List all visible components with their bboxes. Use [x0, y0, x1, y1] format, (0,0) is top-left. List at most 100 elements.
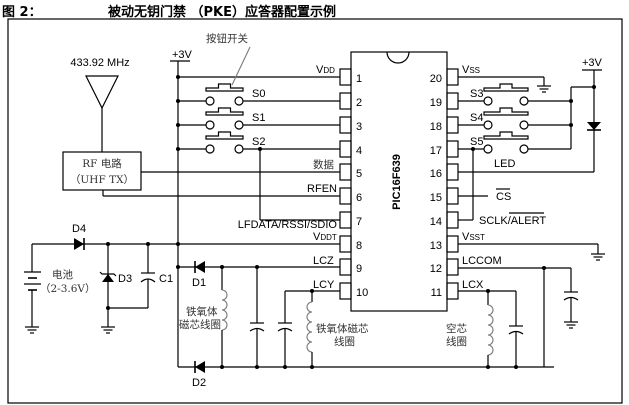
pin-number: 6 — [356, 192, 362, 204]
pin-number: 20 — [430, 73, 442, 85]
right-supply: +3V — [458, 57, 603, 254]
switch-s3: S3 — [470, 83, 529, 106]
ic-name: PIC16F639 — [391, 154, 403, 210]
pin-number: 17 — [430, 145, 442, 157]
pin-20 — [446, 68, 459, 86]
push-button-icon — [483, 107, 529, 116]
button-label-pointer — [231, 46, 251, 86]
ferrite-coil-mid-icon — [306, 301, 313, 353]
pin-number: 13 — [430, 240, 442, 252]
junction — [486, 365, 490, 369]
battery-label-2: （2-3.6V） — [40, 283, 96, 295]
supply-right-label: +3V — [582, 57, 603, 69]
label-d2: D2 — [192, 377, 206, 389]
switch-contact — [483, 96, 493, 106]
label-vss: VSS — [462, 64, 480, 76]
switch-contact — [519, 120, 529, 130]
push-button-icon — [205, 131, 244, 140]
aircore-label-1: 空芯 — [446, 322, 467, 335]
label-rfen: RFEN — [307, 183, 337, 195]
pin-number: 4 — [356, 145, 362, 157]
pin-number: 2 — [356, 97, 362, 109]
pin-number: 12 — [430, 263, 442, 275]
switch-contact — [483, 120, 493, 130]
label-lfdata: LFDATA/RSSI/SDIO — [238, 219, 338, 231]
label-vdd: VDD — [316, 64, 335, 76]
label-cs: CS — [496, 191, 511, 203]
pin-number: 16 — [430, 168, 442, 180]
pin-1 — [339, 68, 352, 86]
lc-front-end: D1 D2 铁氧体 磁芯线圈 铁氧体磁芯 线圈 — [176, 244, 554, 389]
push-button-icon — [483, 131, 529, 140]
ic-body — [350, 51, 448, 312]
junction — [106, 242, 110, 246]
ground-icon — [25, 326, 39, 334]
pin-number: 3 — [356, 121, 362, 133]
ic-notch — [386, 51, 410, 64]
switch-s5: S5 — [470, 131, 529, 154]
label-lccom: LCCOM — [462, 255, 502, 267]
air-core-coil-icon — [487, 304, 494, 356]
pin-18 — [446, 116, 459, 134]
supply-left-label: +3V — [172, 49, 193, 61]
junction — [255, 365, 259, 369]
switch-contact — [205, 144, 215, 154]
ferrite-left-label-1: 铁氧体 — [186, 305, 218, 318]
pin-17 — [446, 140, 459, 158]
switch-contact — [483, 144, 493, 154]
junction — [569, 99, 573, 103]
ferrite-mid-label-1: 铁氧体磁芯 — [316, 322, 369, 335]
pin-number: 9 — [356, 263, 362, 275]
switch-contact — [234, 120, 244, 130]
pin-number: 5 — [356, 168, 362, 180]
switch-contact — [234, 96, 244, 106]
label-data: 数据 — [313, 158, 334, 171]
pin-15 — [446, 187, 459, 205]
junction — [471, 147, 475, 151]
ground-icon — [591, 253, 605, 261]
label-vddt: VDDT — [313, 231, 337, 243]
label-lcx: LCX — [462, 279, 484, 291]
label-d1: D1 — [192, 277, 206, 289]
ground-icon — [537, 85, 551, 93]
pin-8 — [339, 235, 352, 253]
pin-11 — [446, 282, 459, 300]
zener-d3-bar — [99, 271, 117, 277]
pin-number: 14 — [430, 216, 442, 228]
antenna-frequency: 433.92 MHz — [70, 57, 129, 69]
pin-7 — [339, 211, 352, 229]
pin-2 — [339, 92, 352, 110]
label-lcz: LCZ — [313, 255, 334, 267]
switch-contact — [519, 144, 529, 154]
switch-label: S2 — [252, 136, 265, 148]
pin-10 — [339, 282, 352, 300]
switch-contact — [234, 144, 244, 154]
diode-d1-icon — [195, 261, 205, 273]
pin-4 — [339, 140, 352, 158]
rf-label-2: （UHF TX） — [70, 174, 134, 186]
pin-number: 10 — [356, 287, 368, 299]
pin-6 — [339, 187, 352, 205]
ic-pic16f639: PIC16F639 — [350, 51, 448, 312]
grounds — [25, 85, 605, 334]
switch-label: S3 — [470, 88, 483, 100]
diode-d2-icon — [195, 361, 205, 373]
figure-label: 图 2： — [2, 5, 42, 20]
pin-13 — [446, 235, 459, 253]
push-button-icon — [483, 83, 529, 92]
ferrite-mid-label-2: 线圈 — [334, 335, 355, 348]
ground-icon — [564, 321, 578, 329]
switch-s4: S4 — [470, 107, 529, 130]
junction — [146, 242, 150, 246]
diode-d4-icon — [74, 238, 84, 250]
junction — [255, 265, 259, 269]
pin-number: 15 — [430, 192, 442, 204]
switch-label: S4 — [470, 112, 483, 124]
junction — [176, 123, 180, 127]
label-led: LED — [494, 158, 515, 170]
switch-label: S5 — [470, 136, 483, 148]
